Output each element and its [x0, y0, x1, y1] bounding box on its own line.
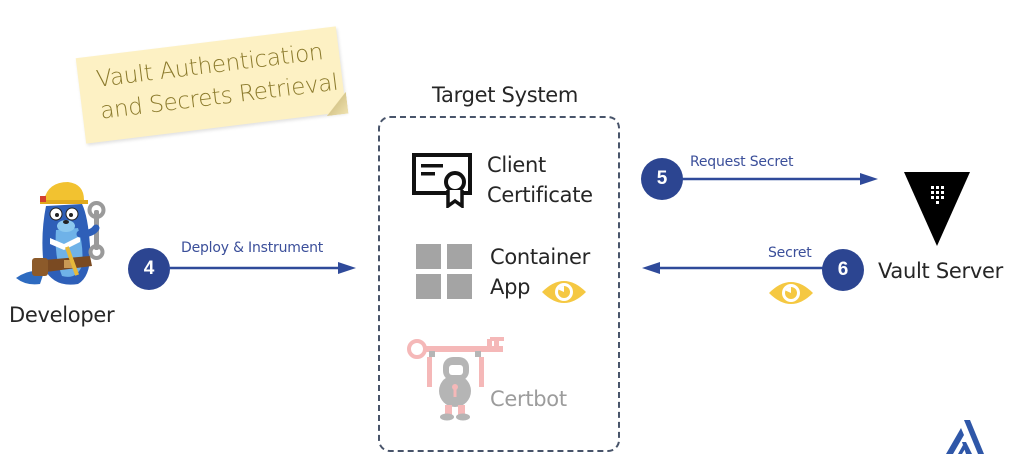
developer-label: Developer [9, 303, 115, 327]
vault-server-label: Vault Server [878, 259, 1003, 283]
gopher-developer-mascot-icon [10, 176, 115, 296]
certbot-robot-icon [407, 335, 507, 421]
client-certificate-line-2: Certificate [487, 183, 593, 207]
target-system-title: Target System [432, 83, 579, 107]
container-grid-icon [416, 244, 474, 300]
certificate-icon [411, 152, 473, 208]
step-badge-6: 6 [822, 249, 864, 291]
certbot-label: Certbot [490, 387, 567, 411]
step-badge-4: 4 [128, 248, 170, 290]
client-certificate-line-1: Client [487, 153, 546, 177]
title-note-text: Vault Authentication and Secrets Retriev… [95, 35, 340, 128]
vault-triangle-logo-icon [904, 172, 970, 246]
step-5-label: Request Secret [690, 154, 794, 170]
eye-icon [767, 277, 815, 309]
container-app-label: Container App [490, 242, 590, 302]
title-sticky-note: Vault Authentication and Secrets Retriev… [75, 26, 347, 144]
eye-icon [540, 276, 588, 308]
step-4-label: Deploy & Instrument [181, 240, 324, 256]
container-app-line-2: App [490, 275, 531, 299]
step-6-label: Secret [768, 245, 812, 261]
step-badge-5: 5 [641, 158, 683, 200]
client-certificate-label: Client Certificate [487, 150, 593, 210]
container-app-line-1: Container [490, 245, 590, 269]
arrow-secret [642, 262, 828, 274]
arrow-deploy [168, 262, 356, 274]
arrow-request-secret [680, 173, 878, 185]
target-system-box [378, 116, 620, 452]
company-logo-icon [944, 420, 984, 456]
